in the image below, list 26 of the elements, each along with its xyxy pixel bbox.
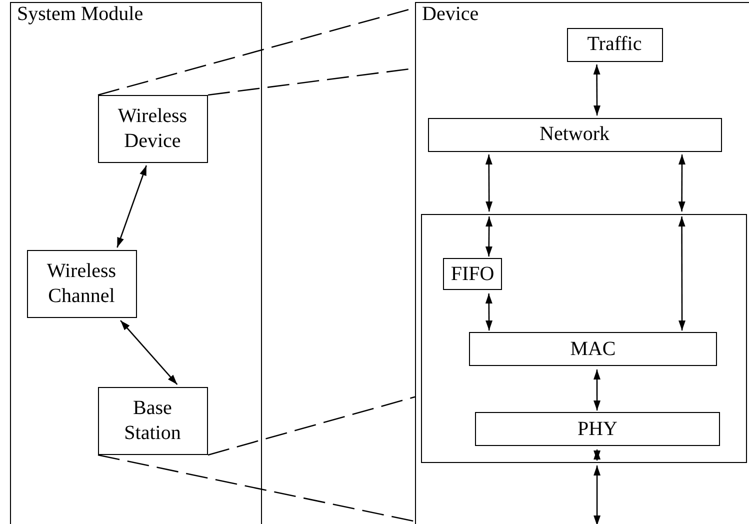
empty-box [420, 214, 746, 462]
double-arrow [594, 370, 601, 410]
process-box: Wireless Channel [26, 250, 136, 318]
dashed-line [98, 454, 416, 522]
process-box: Traffic [566, 28, 662, 62]
double-arrow [116, 165, 148, 248]
double-arrow [594, 450, 601, 460]
process-box: Wireless Device [98, 94, 208, 162]
double-arrow [678, 216, 686, 330]
process-box: Network [428, 118, 722, 152]
double-arrow [593, 64, 600, 116]
double-arrow [120, 320, 178, 385]
process-box: MAC [469, 332, 717, 366]
module-panel [10, 2, 262, 524]
double-arrow [485, 294, 493, 330]
panel-title: Device [422, 3, 479, 26]
module-panel [415, 2, 749, 524]
dashed-line [208, 396, 416, 456]
double-arrow [485, 216, 493, 256]
double-arrow [594, 466, 601, 524]
process-box: FIFO [443, 258, 502, 290]
process-box: Base Station [98, 386, 208, 454]
panel-title: System Module [17, 3, 144, 26]
double-arrow [678, 154, 686, 212]
double-arrow [485, 154, 493, 212]
process-box: PHY [475, 412, 720, 446]
